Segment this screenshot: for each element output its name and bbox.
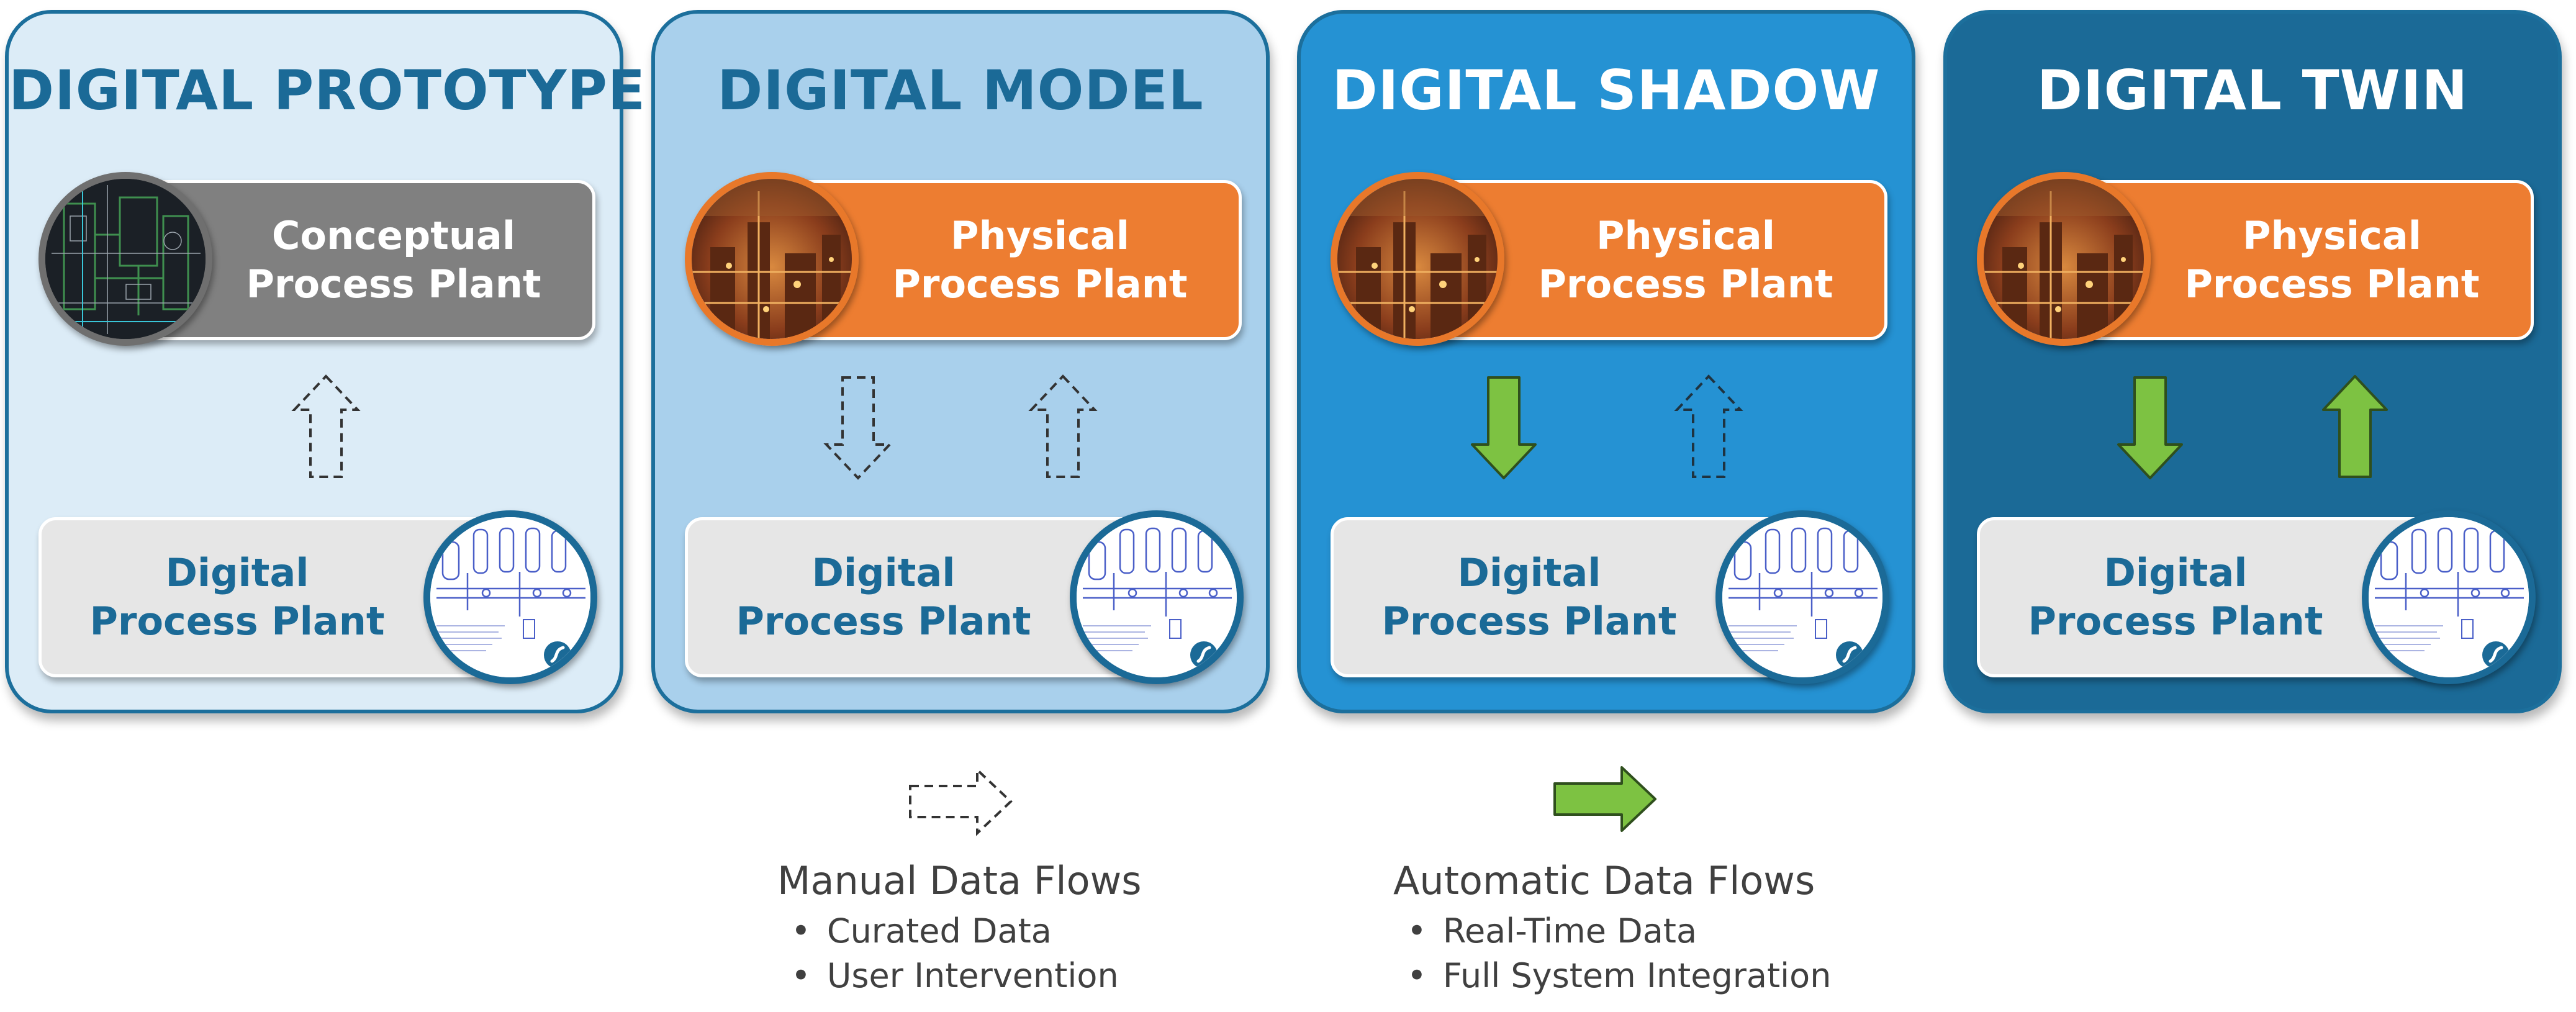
legend-item: Full System Integration	[1407, 954, 1832, 998]
digital-label-line2: Process Plant	[736, 599, 1031, 644]
panel-title: DIGITAL MODEL	[717, 58, 1204, 122]
arrow-down-automatic	[1471, 376, 1537, 479]
plant-label-line1: Physical	[2243, 213, 2421, 258]
plant-label: Physical Process Plant	[892, 212, 1187, 309]
digital-label-line1: Digital	[165, 550, 309, 595]
panel-digital-twin: DIGITAL TWIN Physical Process Plant Digi…	[1943, 10, 2562, 713]
panel-digital-shadow: DIGITAL SHADOW Physical Process Plant Di…	[1297, 10, 1915, 713]
legend-manual-title: Manual Data Flows	[777, 858, 1142, 903]
plant-label: Physical Process Plant	[1538, 212, 1833, 309]
panel-digital-prototype: DIGITAL PROTOTYPE Conceptual Process Pla…	[5, 10, 646, 713]
plant-label-line2: Process Plant	[892, 261, 1188, 307]
industrial-plant-photo-icon	[685, 172, 859, 346]
dashed-arrow-right-icon	[909, 767, 1013, 836]
plant-label-line1: Physical	[951, 213, 1129, 258]
digital-label: Digital Process Plant	[2028, 549, 2323, 646]
process-flow-diagram-icon	[1070, 510, 1244, 684]
plant-label-line2: Process Plant	[246, 261, 541, 307]
plant-label-line2: Process Plant	[1538, 261, 1833, 307]
arrow-up-manual	[1028, 374, 1098, 478]
digital-label-line2: Process Plant	[1381, 599, 1677, 644]
panel-title: DIGITAL SHADOW	[1332, 58, 1881, 122]
arrow-up-manual	[1674, 374, 1743, 478]
arrow-up-manual	[291, 374, 361, 478]
process-flow-diagram-icon	[2362, 510, 2536, 684]
digital-label: Digital Process Plant	[1381, 549, 1676, 646]
green-arrow-right-icon	[1553, 766, 1656, 832]
legend-item: User Intervention	[791, 954, 1119, 998]
process-flow-diagram-icon	[423, 510, 597, 684]
plant-label-line2: Process Plant	[2184, 261, 2480, 307]
process-flow-diagram-icon	[1715, 510, 1889, 684]
digital-label-line2: Process Plant	[2028, 599, 2323, 644]
plant-label: Conceptual Process Plant	[246, 212, 541, 309]
plant-label: Physical Process Plant	[2184, 212, 2479, 309]
digital-label-line1: Digital	[2104, 550, 2248, 595]
arrow-down-automatic	[2117, 376, 2183, 479]
digital-label: Digital Process Plant	[736, 549, 1031, 646]
legend-item: Real-Time Data	[1407, 909, 1831, 954]
legend-manual-items: Curated Data User Intervention	[791, 909, 1119, 998]
digital-label-line2: Process Plant	[89, 599, 385, 644]
plant-label-line1: Conceptual	[271, 213, 516, 258]
plant-label-line1: Physical	[1596, 213, 1775, 258]
digital-label-line1: Digital	[1457, 550, 1601, 595]
digital-label: Digital Process Plant	[89, 549, 384, 646]
arrow-up-automatic	[2322, 375, 2388, 478]
industrial-plant-photo-icon	[1977, 172, 2151, 346]
panel-digital-model: DIGITAL MODEL Physical Process Plant Dig…	[651, 10, 1270, 713]
digital-label-line1: Digital	[811, 550, 956, 595]
cad-drawing-icon	[38, 172, 212, 346]
legend-automatic-items: Real-Time Data Full System Integration	[1407, 909, 1832, 998]
legend-item: Curated Data	[791, 909, 1119, 954]
legend-automatic-title: Automatic Data Flows	[1393, 858, 1815, 903]
arrow-down-manual	[823, 376, 893, 480]
panel-title: DIGITAL PROTOTYPE	[9, 58, 646, 122]
industrial-plant-photo-icon	[1331, 172, 1504, 346]
panel-title: DIGITAL TWIN	[2036, 58, 2469, 122]
